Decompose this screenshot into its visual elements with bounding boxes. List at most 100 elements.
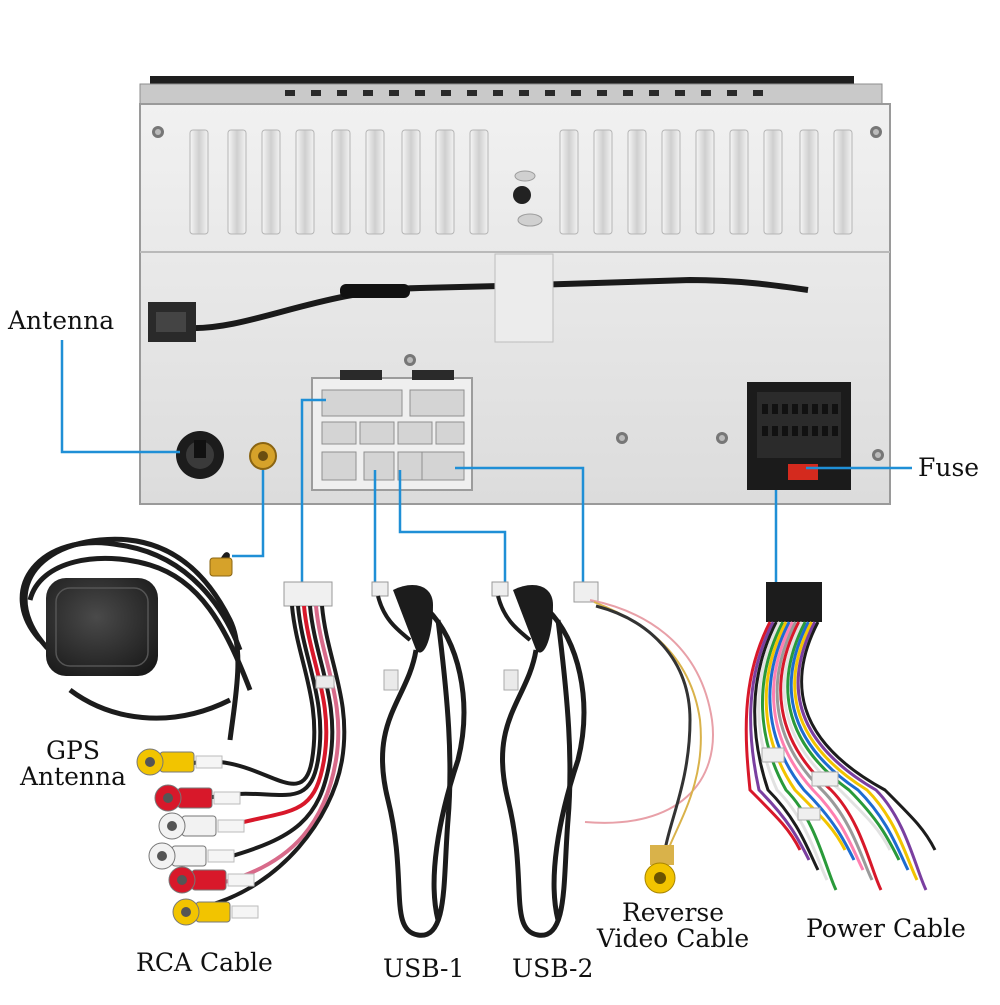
vent-slot — [833, 129, 853, 235]
rca-plug-pin — [181, 907, 191, 917]
usb-ferrite — [393, 585, 433, 653]
gps-puck — [46, 578, 158, 676]
rca-wire — [224, 605, 335, 860]
rca-plug-label-sleeve — [207, 849, 235, 863]
reverse-camera-cable-icon — [573, 581, 714, 894]
label-fuse: Fuse — [918, 453, 980, 482]
top-hole — [311, 90, 321, 96]
rca-plug-label-sleeve — [217, 819, 245, 833]
rca-plug-body — [195, 901, 231, 923]
vent-slot — [695, 129, 715, 235]
power-pin — [782, 426, 788, 436]
power-wire — [764, 621, 847, 851]
vent-slot — [189, 129, 209, 235]
label-gps-line2: Antenna — [19, 762, 127, 792]
center-screw-clip-top — [514, 170, 536, 182]
callout-gps — [232, 470, 265, 558]
power-pin — [802, 426, 808, 436]
power-wire — [789, 621, 910, 871]
power-pin — [792, 404, 798, 414]
power-pin — [772, 426, 778, 436]
label-antenna: Antenna — [8, 306, 115, 335]
center-screw-clip — [517, 213, 543, 227]
power-pin — [812, 404, 818, 414]
usb-lead — [496, 595, 532, 642]
fuse-icon — [788, 464, 818, 480]
vent-slot — [661, 129, 681, 235]
usb-cable-tag — [383, 669, 399, 691]
top-hole — [727, 90, 737, 96]
label-reverse-line1: Reverse — [621, 898, 725, 927]
top-hole — [597, 90, 607, 96]
reverse-rca-plug — [644, 845, 676, 894]
gps-sma-plug — [209, 557, 233, 577]
usb-cable-loop — [500, 619, 573, 938]
rca-wire-tie — [315, 675, 335, 689]
power-pin — [772, 404, 778, 414]
rca-plug-pin — [163, 793, 173, 803]
power-wire — [761, 621, 838, 891]
wire-tape — [494, 253, 554, 343]
rca-harness-icon — [136, 581, 347, 926]
vent-slot — [627, 129, 647, 235]
vent-slot — [365, 129, 385, 235]
callout-antenna — [60, 340, 180, 454]
rca-plug-pin — [145, 757, 155, 767]
vent-slot — [295, 129, 315, 235]
power-wire — [753, 621, 820, 871]
power-wire — [757, 621, 829, 881]
vent-slot — [401, 129, 421, 235]
callout-lines — [60, 340, 912, 582]
rca-plug-pin — [177, 875, 187, 885]
power-wire — [796, 621, 928, 891]
power-pin — [822, 426, 828, 436]
callout-rca — [300, 398, 326, 582]
gps-jack — [249, 442, 277, 470]
top-hole — [363, 90, 373, 96]
label-usb1: USB-1 — [383, 954, 465, 983]
vent-slot — [559, 129, 579, 235]
top-hole — [571, 90, 581, 96]
power-wire — [768, 621, 856, 861]
rca-plug-body — [177, 787, 213, 809]
top-hole — [467, 90, 477, 96]
usb-ferrite — [513, 585, 553, 653]
power-wire-tag — [811, 771, 839, 787]
vent-slot — [331, 129, 351, 235]
rca-plug-label-sleeve — [213, 791, 241, 805]
callout-reverse — [455, 466, 585, 582]
top-hole — [519, 90, 529, 96]
antenna-jack — [176, 431, 224, 479]
label-reverse-video-cable: Reverse Video Cable — [588, 898, 758, 953]
power-wire — [772, 621, 865, 871]
rca-plug-pin — [157, 851, 167, 861]
rca-plug-body — [159, 751, 195, 773]
top-hole — [623, 90, 633, 96]
power-wire — [793, 621, 919, 881]
usb-connector-plug — [371, 581, 389, 597]
power-pin — [812, 426, 818, 436]
label-gps-line1: GPS — [46, 736, 100, 765]
usb-cable-loop — [380, 619, 453, 938]
wire-sleeve — [340, 284, 410, 298]
top-hole — [441, 90, 451, 96]
label-power-cable: Power Cable — [806, 914, 966, 943]
center-screw-hole — [513, 186, 531, 204]
power-connector-socket — [747, 382, 851, 490]
antenna-lead-inner — [156, 312, 186, 332]
power-pin — [832, 404, 838, 414]
vent-slot — [763, 129, 783, 235]
power-wire — [749, 621, 811, 861]
usb-connector-plug — [491, 581, 509, 597]
power-pin — [832, 426, 838, 436]
label-usb2: USB-2 — [512, 954, 594, 983]
top-hole — [415, 90, 425, 96]
top-hole — [649, 90, 659, 96]
rca-connector-plug — [283, 581, 333, 607]
power-wire-tag — [797, 807, 821, 821]
internal-wire — [189, 276, 809, 332]
rca-wire — [209, 605, 347, 907]
rca-wire — [199, 605, 323, 802]
vent-slot — [469, 129, 489, 235]
